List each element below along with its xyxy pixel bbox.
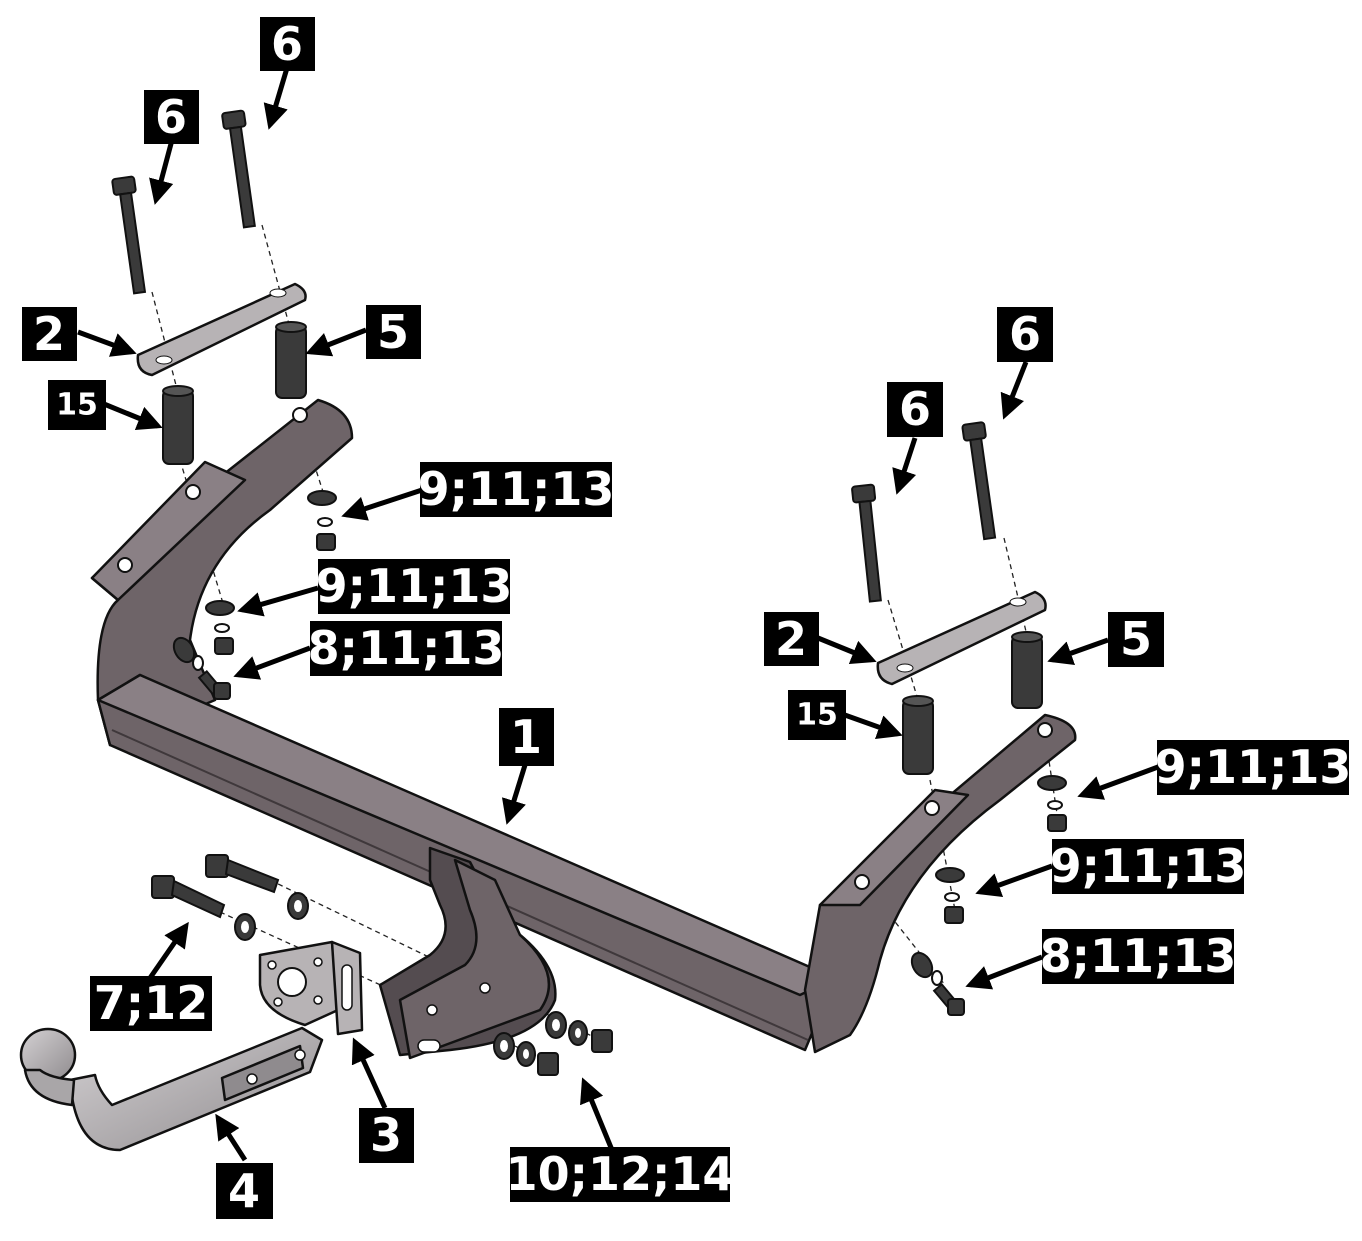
svg-text:5: 5	[377, 305, 409, 359]
ball-socket-plate	[258, 940, 364, 1036]
svg-text:5: 5	[1120, 612, 1152, 666]
svg-text:9;11;13: 9;11;13	[1155, 740, 1352, 794]
callout-bolt-left-b: 6	[260, 17, 315, 71]
bolt-left-a	[111, 175, 147, 295]
spacer-right	[1011, 631, 1043, 709]
callout-bolt-right-b: 6	[997, 307, 1053, 362]
callout-ball-bolt: 7;12	[90, 976, 212, 1031]
svg-text:9;11;13: 9;11;13	[418, 462, 615, 516]
svg-text:6: 6	[155, 90, 187, 144]
side-plate-right	[876, 590, 1047, 686]
callout-side-plate-right: 2	[764, 612, 819, 666]
callout-bolt-right-a: 6	[887, 382, 943, 437]
bolt-right-b	[961, 421, 997, 541]
svg-text:6: 6	[271, 17, 303, 71]
svg-text:7;12: 7;12	[94, 976, 208, 1030]
svg-text:1: 1	[510, 710, 542, 764]
callout-spacer-left: 5	[366, 305, 421, 359]
callout-bolt-lower-left: 8;11;13	[308, 621, 505, 676]
bolt-right-a	[851, 483, 882, 603]
callout-nut-mid-left: 9;11;13	[316, 559, 513, 614]
svg-text:8;11;13: 8;11;13	[308, 621, 505, 675]
svg-text:15: 15	[796, 698, 838, 733]
sleeve-left	[162, 385, 194, 465]
callout-sleeve-left: 15	[48, 380, 106, 430]
svg-text:6: 6	[1009, 307, 1041, 361]
sleeve-right	[902, 695, 934, 775]
ball-bolt-lower	[151, 875, 256, 941]
nut-set-upper-right	[1037, 775, 1067, 832]
svg-text:4: 4	[228, 1164, 260, 1218]
svg-text:8;11;13: 8;11;13	[1040, 929, 1237, 983]
svg-text:15: 15	[56, 388, 98, 423]
nut-set-upper-left	[307, 490, 337, 551]
bolt-set-lower-left	[172, 636, 231, 700]
callout-bolt-lower-right: 8;11;13	[1040, 929, 1237, 984]
svg-text:3: 3	[370, 1108, 402, 1162]
callout-ball-plate: 3	[359, 1108, 414, 1163]
ball-nut-set	[493, 1011, 613, 1076]
callout-frame: 1	[499, 708, 554, 766]
svg-text:2: 2	[775, 612, 807, 666]
callout-ball-bar: 4	[216, 1163, 273, 1219]
nut-set-mid-left	[205, 600, 235, 655]
callout-arrows	[77, 67, 1159, 1162]
bolt-left-b	[221, 109, 256, 229]
callout-nut-upper-right: 9;11;13	[1155, 740, 1352, 795]
nut-set-mid-right	[935, 867, 965, 924]
bolt-set-lower-right	[910, 951, 965, 1016]
svg-text:9;11;13: 9;11;13	[316, 559, 513, 613]
callout-bolt-left-a: 6	[144, 90, 199, 144]
svg-text:9;11;13: 9;11;13	[1050, 839, 1247, 893]
callout-sleeve-right: 15	[788, 690, 846, 740]
callout-spacer-right: 5	[1108, 612, 1164, 667]
side-plate-left	[136, 282, 307, 377]
svg-text:2: 2	[33, 307, 65, 361]
ball-bolt-upper	[205, 854, 309, 920]
tow-bar-frame	[90, 398, 1077, 1060]
svg-text:6: 6	[899, 382, 931, 436]
callout-nut-mid-right: 9;11;13	[1050, 839, 1247, 894]
callout-side-plate-left: 2	[22, 307, 77, 361]
ball-bar	[19, 1026, 324, 1152]
callout-ball-nut: 10;12;14	[506, 1147, 735, 1202]
svg-text:10;12;14: 10;12;14	[506, 1147, 735, 1201]
spacer-left	[275, 321, 307, 399]
callout-nut-upper-left: 9;11;13	[418, 462, 615, 517]
